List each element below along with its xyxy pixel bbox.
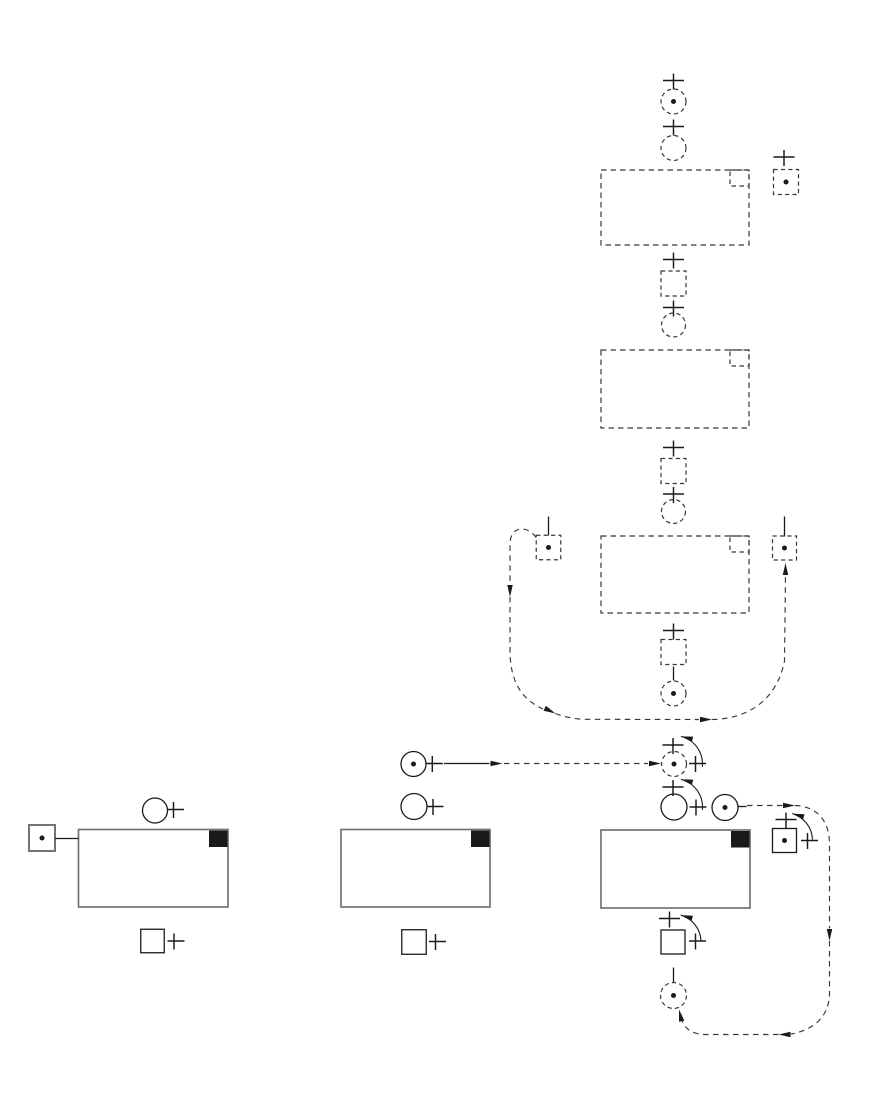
corner-marker-icon bbox=[209, 830, 228, 847]
cross-marker-1 bbox=[663, 73, 684, 90]
arrowhead-icon bbox=[490, 760, 503, 767]
cross-marker-8 bbox=[663, 623, 684, 640]
corner-marker-icon bbox=[731, 831, 750, 848]
arrowhead-icon bbox=[543, 705, 556, 714]
arrowhead-icon bbox=[778, 1031, 791, 1038]
loop-connector-right-4[interactable] bbox=[679, 1013, 779, 1036]
arrowhead-icon bbox=[826, 929, 833, 941]
square-node-2[interactable] bbox=[140, 928, 165, 954]
rotation-arrowhead-icon bbox=[792, 813, 805, 820]
center-dot-icon bbox=[782, 838, 787, 843]
loop-connector-right-2[interactable] bbox=[794, 804, 831, 929]
cross-marker-10 bbox=[689, 756, 706, 772]
cross-marker-5 bbox=[663, 300, 684, 317]
center-dot-icon bbox=[411, 761, 416, 767]
center-dot-icon bbox=[722, 805, 728, 810]
cross-marker-15 bbox=[659, 911, 680, 928]
rotation-arrowhead-icon bbox=[680, 779, 694, 785]
square-node-1[interactable] bbox=[660, 929, 686, 955]
square-node-3[interactable] bbox=[401, 929, 427, 955]
center-dot-icon bbox=[671, 761, 677, 767]
cross-marker-18 bbox=[167, 933, 185, 950]
cross-marker-12 bbox=[689, 799, 707, 816]
cross-marker-6 bbox=[663, 440, 684, 457]
cross-marker-16 bbox=[689, 933, 706, 950]
dashed-square-node-1[interactable] bbox=[660, 270, 687, 297]
dashed-square-node-3[interactable] bbox=[660, 638, 687, 666]
rotation-arrowhead-icon bbox=[680, 736, 694, 742]
cross-marker-21 bbox=[429, 934, 446, 950]
arrowhead-icon bbox=[649, 760, 661, 767]
dashed-marked-circle-2[interactable] bbox=[660, 680, 687, 707]
cross-marker-7 bbox=[663, 487, 684, 503]
arrowhead-icon bbox=[507, 585, 513, 597]
center-dot-icon bbox=[671, 993, 676, 998]
dashed-dotted-square-1[interactable] bbox=[772, 168, 800, 196]
loop-connector-left-4[interactable] bbox=[711, 575, 787, 721]
dashed-task-box-2[interactable] bbox=[600, 349, 750, 429]
cross-marker-19 bbox=[425, 756, 443, 772]
task-box-1[interactable] bbox=[77, 828, 229, 908]
rotation-arrowhead-icon bbox=[680, 915, 694, 922]
dashed-marked-circle-1[interactable] bbox=[660, 88, 687, 115]
arrowhead-icon bbox=[700, 716, 712, 723]
corner-notch-icon bbox=[729, 349, 750, 367]
loop-connector-left-3[interactable] bbox=[555, 712, 700, 721]
circle-node-3[interactable] bbox=[400, 792, 428, 821]
task-box-2[interactable] bbox=[340, 828, 491, 908]
arrowhead-icon bbox=[783, 802, 795, 809]
dashed-dotted-square-2[interactable] bbox=[535, 534, 562, 561]
center-dot-icon bbox=[671, 99, 676, 104]
task-box-3[interactable] bbox=[600, 829, 751, 909]
loop-connector-right-3[interactable] bbox=[790, 941, 831, 1035]
arrowhead-icon bbox=[679, 1009, 685, 1022]
corner-notch-icon bbox=[729, 535, 750, 553]
center-dot-icon bbox=[783, 179, 789, 185]
loop-connector-left-2[interactable] bbox=[509, 597, 544, 710]
center-dot-icon bbox=[546, 545, 551, 550]
dashed-task-box-3[interactable] bbox=[600, 535, 750, 614]
loop-connector-left-1[interactable] bbox=[509, 528, 537, 584]
center-dot-icon bbox=[782, 545, 787, 551]
dashed-task-box-1[interactable] bbox=[600, 169, 750, 246]
dotted-square-node-1[interactable] bbox=[771, 827, 798, 854]
dashed-circle-2[interactable] bbox=[660, 312, 687, 338]
cross-marker-3 bbox=[773, 150, 795, 166]
dashed-square-node-2[interactable] bbox=[660, 457, 687, 485]
center-dot-icon bbox=[671, 691, 676, 696]
dashed-marked-circle-3[interactable] bbox=[660, 750, 688, 778]
cross-marker-20 bbox=[426, 799, 444, 815]
cross-marker-11 bbox=[662, 780, 684, 796]
circle-node-2[interactable] bbox=[141, 797, 169, 824]
dashed-dotted-square-3[interactable] bbox=[771, 535, 798, 561]
cross-marker-13 bbox=[775, 812, 797, 829]
center-dot-icon bbox=[39, 835, 45, 841]
arrowhead-icon bbox=[782, 563, 789, 575]
cross-marker-9 bbox=[662, 738, 684, 754]
dashed-circle-1[interactable] bbox=[660, 134, 687, 162]
marked-circle-1[interactable] bbox=[711, 793, 739, 822]
circle-node-1[interactable] bbox=[660, 793, 688, 821]
corner-marker-icon bbox=[471, 830, 490, 847]
cross-marker-17 bbox=[167, 802, 184, 818]
corner-notch-icon bbox=[729, 169, 750, 187]
dashed-marked-circle-4[interactable] bbox=[659, 981, 688, 1010]
cross-marker-14 bbox=[801, 833, 818, 849]
cross-marker-2 bbox=[663, 119, 684, 136]
dashed-circle-3[interactable] bbox=[660, 498, 687, 525]
cross-marker-4 bbox=[663, 252, 684, 269]
